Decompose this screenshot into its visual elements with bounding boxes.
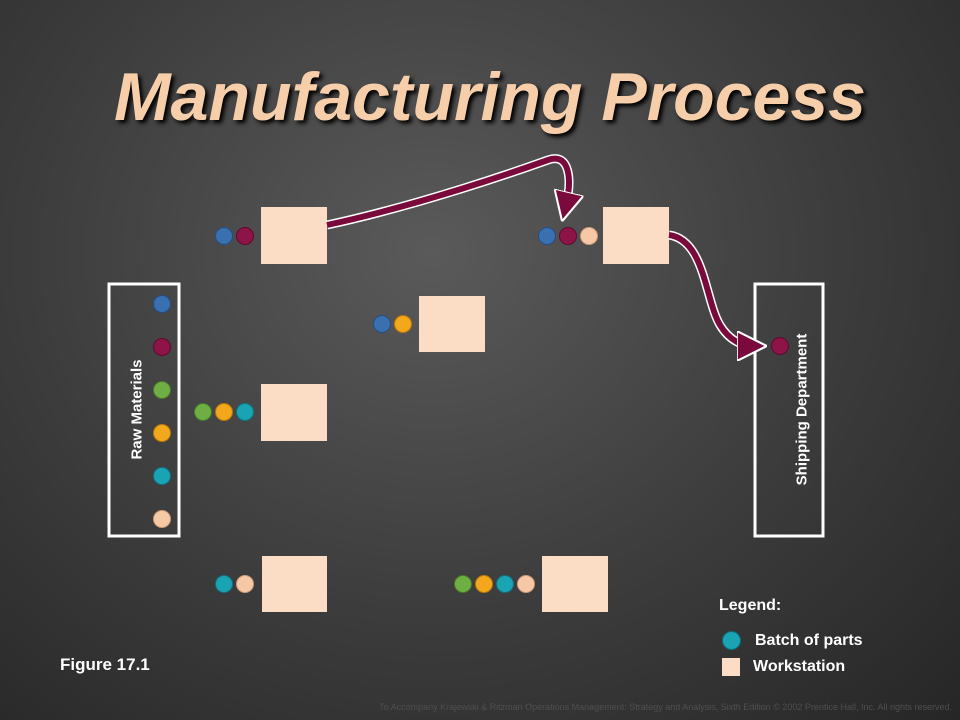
page-title: Manufacturing Process [114, 59, 866, 135]
part-peach-circle [236, 575, 254, 593]
part-green-circle [194, 403, 212, 421]
parts-layer [153, 227, 789, 593]
raw-materials-label: Raw Materials [128, 359, 146, 460]
raw-material-peach-circle [153, 510, 171, 528]
raw-materials-box [107, 282, 181, 538]
part-orange-circle [475, 575, 493, 593]
workstation-center [419, 296, 485, 352]
legend-workstation: Workstation [722, 658, 845, 676]
part-blue-circle [373, 315, 391, 333]
workstation-icon [722, 658, 740, 676]
batch-of-parts-icon [722, 631, 741, 650]
figure-label: Figure 17.1 [60, 655, 150, 674]
workstation-bottom-left [262, 556, 327, 612]
part-peach-circle [517, 575, 535, 593]
legend-batch: Batch of parts [722, 631, 863, 650]
raw-material-maroon-circle [153, 338, 171, 356]
part-peach-circle [580, 227, 598, 245]
part-green-circle [454, 575, 472, 593]
part-orange-circle [394, 315, 412, 333]
part-teal-circle [236, 403, 254, 421]
workstation-bottom-center [542, 556, 608, 612]
legend-workstation-label: Workstation [753, 658, 846, 675]
shipping-department-box [753, 282, 825, 538]
flow-arrow-2 [667, 230, 750, 346]
raw-material-teal-circle [153, 467, 171, 485]
raw-material-green-circle [153, 381, 171, 399]
part-teal-circle [496, 575, 514, 593]
legend-batch-label: Batch of parts [755, 631, 863, 649]
raw-material-orange-circle [153, 424, 171, 442]
flow-arrow-1 [326, 154, 569, 230]
shipped-maroon-circle [771, 337, 789, 355]
raw-material-blue-circle [153, 295, 171, 313]
shipping-department-label: Shipping Department [793, 333, 811, 486]
copyright-footer: To Accompany Krajewski & Ritzman Operati… [379, 702, 952, 712]
workstation-middle-left [261, 384, 327, 441]
part-blue-circle [538, 227, 556, 245]
workstation-top-left [261, 207, 327, 264]
part-teal-circle [215, 575, 233, 593]
part-orange-circle [215, 403, 233, 421]
part-blue-circle [215, 227, 233, 245]
workstation-top-right [603, 207, 669, 264]
part-maroon-circle [559, 227, 577, 245]
part-maroon-circle [236, 227, 254, 245]
legend-title: Legend: [719, 597, 782, 614]
